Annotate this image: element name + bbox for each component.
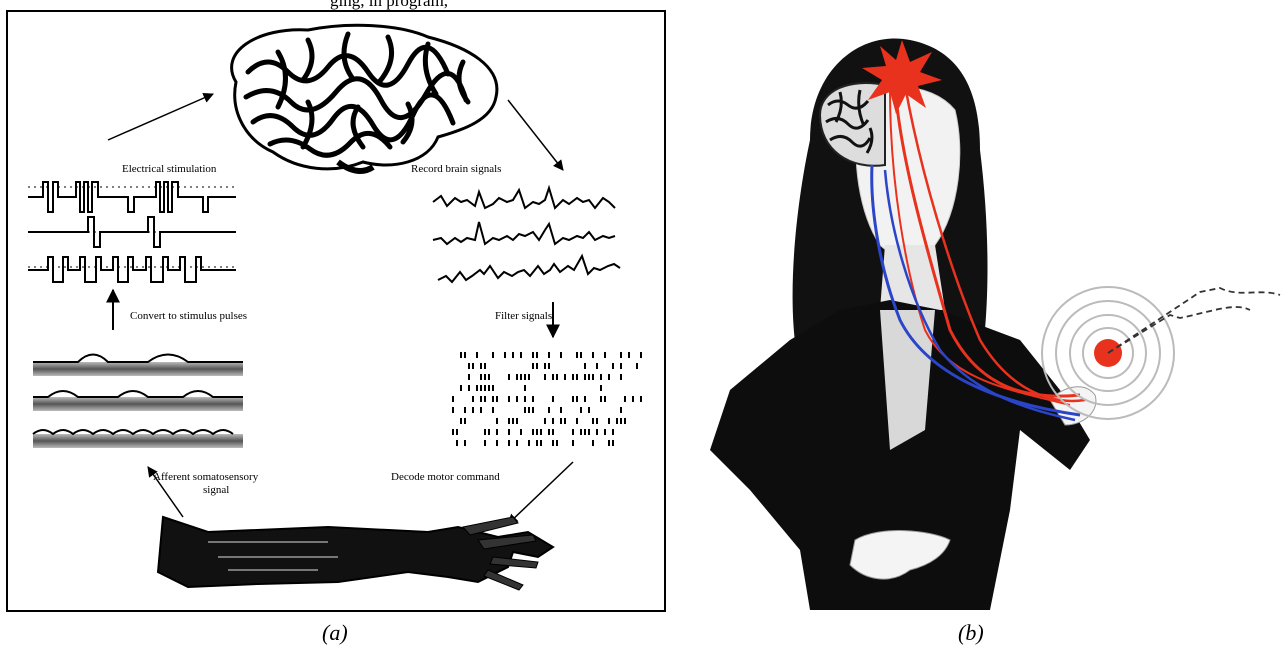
- filtered-spike-raster: [453, 352, 641, 446]
- arrow-to-record: [508, 100, 563, 170]
- label-afferent-signal: signal: [203, 484, 229, 496]
- label-afferent-somatosensory: Afferent somatosensory: [153, 471, 258, 483]
- brain-illustration: [232, 25, 497, 171]
- recorded-brain-signal-traces: [433, 188, 620, 282]
- label-record-brain-signals: Record brain signals: [411, 163, 501, 175]
- panel-a-diagram: Electrical stimulation Record brain sign…: [6, 10, 666, 612]
- prosthetic-arm-illustration: [158, 517, 553, 590]
- dashed-signal-line-1: [1108, 288, 1280, 353]
- label-decode-motor-command: Decode motor command: [391, 471, 500, 483]
- arrow-to-brain: [108, 94, 213, 140]
- label-filter-signals: Filter signals: [495, 310, 552, 322]
- arrow-to-arm: [508, 462, 573, 524]
- woman-bci-illustration: [690, 10, 1287, 612]
- stimulus-pulse-trains: [28, 182, 238, 282]
- closed-loop-diagram: [8, 12, 666, 612]
- dashed-signal-line-2: [1108, 307, 1250, 353]
- label-convert-to-stimulus-pulses: Convert to stimulus pulses: [130, 310, 247, 322]
- caption-a: (a): [322, 620, 348, 646]
- caption-b: (b): [958, 620, 984, 646]
- panel-b-illustration: [690, 10, 1287, 612]
- somatosensory-signal-bands: [33, 355, 243, 449]
- label-electrical-stimulation: Electrical stimulation: [122, 163, 216, 175]
